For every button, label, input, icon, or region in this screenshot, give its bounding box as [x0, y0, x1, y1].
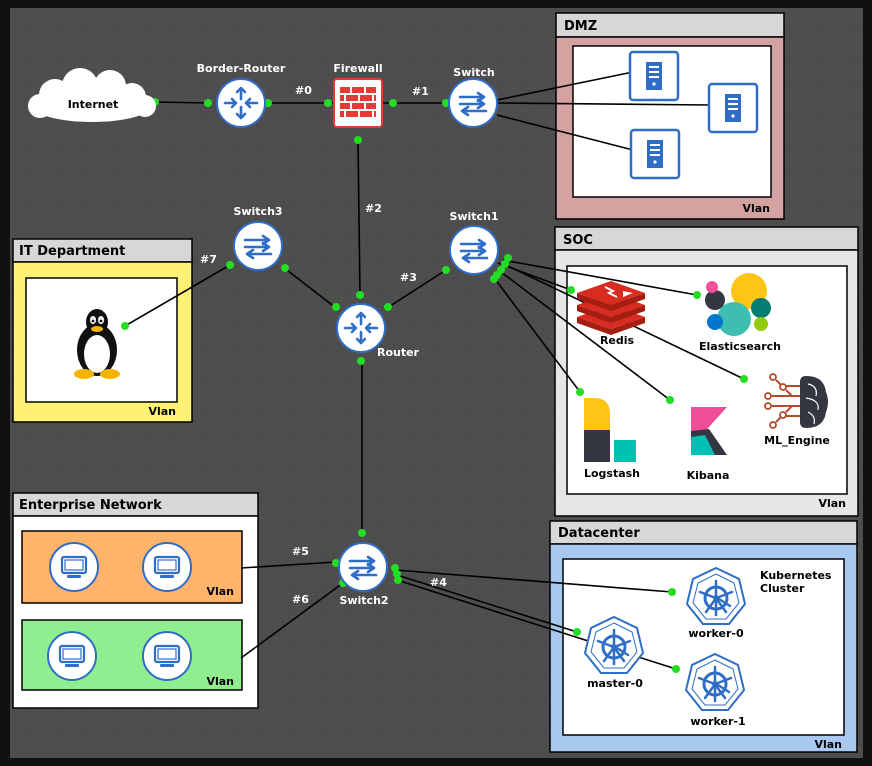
ml-brain-icon — [764, 373, 828, 429]
dmz-vlan-label: Vlan — [742, 202, 770, 215]
link-label-1: #1 — [412, 85, 429, 98]
datacenter-title: Datacenter — [558, 526, 640, 541]
kibana-label: Kibana — [687, 469, 730, 482]
kibana-icon — [691, 407, 727, 455]
switch-node[interactable]: Switch — [448, 66, 498, 128]
master-0-label: master-0 — [587, 677, 643, 690]
pc-icon[interactable] — [141, 541, 193, 593]
redis-node[interactable]: Redis — [577, 281, 645, 347]
switch1-label: Switch1 — [449, 210, 498, 223]
switch3-label: Switch3 — [233, 205, 282, 218]
master-0-node[interactable]: master-0 — [583, 615, 645, 690]
firewall-icon — [333, 78, 383, 128]
soc-title: SOC — [563, 233, 593, 248]
pc-icon[interactable] — [48, 541, 100, 593]
linux-penguin-icon[interactable] — [74, 309, 120, 379]
link-switch2-worker0 — [394, 569, 673, 593]
ml-engine-label: ML_Engine — [764, 434, 830, 447]
enterprise-vlan1-label: Vlan — [206, 585, 234, 598]
link-switch-dmz-server3 — [496, 114, 634, 151]
kubernetes-cluster-label-line1: Kubernetes — [760, 569, 832, 582]
link-switch2-enterprise-vlan2 — [240, 582, 344, 659]
enterprise-vlan2-label: Vlan — [206, 675, 234, 688]
link-switch1-logstash — [494, 278, 581, 393]
kibana-node[interactable]: Kibana — [687, 407, 730, 482]
link-switch1-kibana — [500, 271, 671, 401]
switch-label: Switch — [453, 66, 494, 79]
switch2-label: Switch2 — [339, 594, 388, 607]
worker-1-label: worker-1 — [690, 715, 745, 728]
logstash-label: Logstash — [584, 467, 640, 480]
worker-0-label: worker-0 — [688, 627, 744, 640]
cloud-icon — [28, 68, 156, 122]
pc-icon[interactable] — [46, 630, 98, 682]
link-switch2-enterprise-vlan1 — [240, 561, 337, 569]
link-switch-dmz-server2 — [496, 102, 713, 106]
enterprise-network-zone: Enterprise Network Vlan Vlan — [12, 492, 259, 709]
link-router-switch1 — [386, 269, 447, 309]
firewall-node[interactable]: Firewall — [333, 62, 383, 128]
link-label-7: #7 — [200, 253, 217, 266]
switch-icon — [448, 78, 498, 128]
it-department-title: IT Department — [19, 244, 125, 259]
link-label-6: #6 — [292, 593, 309, 606]
worker-0-node[interactable]: worker-0 — [685, 566, 747, 640]
internet-node[interactable]: Internet — [28, 68, 156, 122]
switch2-node[interactable]: Switch2 — [338, 542, 389, 607]
ports — [121, 98, 748, 673]
link-labels: #0 #1 #2 #3 #4 #5 #6 #7 — [200, 84, 447, 606]
soc-vlan-label: Vlan — [818, 497, 846, 510]
datacenter-vlan-label: Vlan — [814, 738, 842, 751]
kubernetes-cluster-label-line2: Cluster — [760, 582, 805, 595]
ml-engine-node[interactable]: ML_Engine — [764, 373, 830, 447]
router-icon — [336, 303, 386, 353]
enterprise-network-title: Enterprise Network — [19, 498, 162, 513]
switch3-node[interactable]: Switch3 — [233, 205, 283, 271]
server-icon[interactable] — [707, 82, 759, 134]
link-label-4: #4 — [430, 576, 447, 589]
switch-icon — [449, 225, 499, 275]
logstash-node[interactable]: Logstash — [584, 398, 640, 480]
server-icon[interactable] — [628, 50, 680, 102]
it-department-zone: IT Department Vlan — [12, 238, 193, 423]
border-router-label: Border-Router — [197, 62, 286, 75]
link-firewall-router — [357, 139, 361, 296]
link-switch-dmz-server1 — [496, 71, 634, 101]
link-switch3-linux — [124, 264, 231, 327]
link-label-5: #5 — [292, 545, 309, 558]
router-node[interactable]: Router — [336, 303, 420, 359]
elasticsearch-node[interactable]: Elasticsearch — [699, 273, 781, 353]
link-switch1-elasticsearch — [502, 259, 698, 296]
pc-icon[interactable] — [141, 630, 193, 682]
switch1-node[interactable]: Switch1 — [449, 210, 499, 275]
router-icon — [216, 78, 266, 128]
link-label-3: #3 — [400, 271, 417, 284]
elasticsearch-icon — [705, 273, 771, 336]
redis-icon — [577, 281, 645, 335]
switch-icon — [338, 542, 388, 592]
link-internet-border-router — [154, 101, 209, 104]
worker-1-node[interactable]: worker-1 — [684, 652, 746, 728]
it-vlan-label: Vlan — [148, 405, 176, 418]
server-icon[interactable] — [629, 128, 681, 180]
link-label-0: #0 — [295, 84, 312, 97]
router-label: Router — [377, 346, 420, 359]
internet-label: Internet — [68, 98, 119, 111]
link-switch2-master0 — [396, 574, 578, 633]
logstash-icon — [584, 398, 636, 462]
redis-label: Redis — [600, 334, 635, 347]
link-switch3-router — [282, 266, 337, 309]
switch-icon — [233, 221, 283, 271]
border-router-node[interactable]: Border-Router — [197, 62, 286, 128]
links — [124, 71, 745, 670]
elasticsearch-label: Elasticsearch — [699, 340, 781, 353]
link-label-2: #2 — [365, 202, 382, 215]
firewall-label: Firewall — [333, 62, 382, 75]
dmz-title: DMZ — [564, 19, 597, 34]
